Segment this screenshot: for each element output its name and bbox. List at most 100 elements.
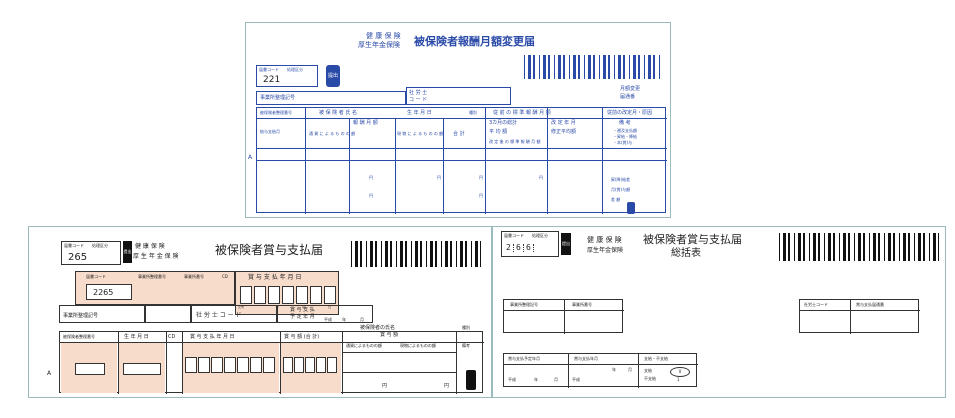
form-left-col-paydate: 賞 与 支 払 年 月 日 [190, 334, 235, 340]
form-top-col-1: 被保険者整理番号 [260, 110, 292, 115]
form-top-office-label: 事業所整理記号 [260, 95, 296, 101]
form-left-day-label: 日 [328, 305, 332, 309]
form-left-amount-cell[interactable] [281, 343, 341, 393]
form-top-sub-adjusted: 修正平均額 [551, 129, 577, 135]
form-left-paydate-cell[interactable] [183, 343, 279, 393]
form-right-circle-1[interactable]: 1 [677, 377, 680, 382]
form-left-gatsu: 月 [360, 317, 364, 322]
form-top-code-value: 221 [263, 75, 281, 85]
digit-cell[interactable] [254, 286, 266, 304]
form-left-sub-code-label: 届書コード [86, 274, 106, 279]
form-top-col-2: 被 保 険 者 氏 名 [319, 110, 357, 116]
digit-cell[interactable] [316, 357, 326, 373]
form-top-note-2: ・昇給・降給 [613, 134, 637, 139]
form-right-dates-box[interactable]: 賞与支払予定年月 賞与支払年月 支給・不支給 平成 年 月 平成 年 月 支給 … [503, 353, 698, 388]
form-top-sub-total: 合 計 [453, 131, 465, 137]
form-top-note-1: ・遡及支払額 [613, 128, 637, 133]
digit-cell[interactable] [240, 286, 252, 304]
form-top-sharoushi-1: 社 労 士 [409, 90, 428, 96]
digit-cell[interactable] [282, 286, 294, 304]
form-left-col-insured: 被保険者整理番号 [63, 334, 95, 339]
digit-cell[interactable] [324, 286, 336, 304]
form-monthly-change: 健 康 保 険 厚生年金保険 被保険者報酬月額変更届 届書コード 処理区分 22… [245, 22, 671, 218]
form-left-col-cd: CD [168, 334, 176, 340]
digit-cell[interactable] [185, 357, 197, 373]
form-top-yen-6: 円 [479, 193, 483, 198]
form-right-seal: 提出 [561, 233, 571, 255]
form-left-col-bonus: 賞 与 額 [380, 332, 399, 338]
form-right-paid-yes: 支給 [644, 368, 652, 373]
form-left-row-marker: A [47, 370, 52, 377]
form-top-col-6: 従前の改定月・原因 [607, 110, 653, 116]
form-left-birth-cell[interactable] [119, 343, 165, 393]
form-left-insured-cell[interactable] [61, 343, 117, 393]
form-top-col-5: 従 前 の 標 準 報 酬 月 額 [493, 110, 551, 116]
form-top-sharoushi-box[interactable]: 社 労 士 コ ー ド [406, 87, 511, 105]
digit-cell[interactable] [296, 286, 308, 304]
digit-cell[interactable] [250, 357, 262, 373]
form-left-month-label: 月 [302, 305, 306, 309]
form-left-heisei: 平成 [324, 317, 332, 322]
digit-cell[interactable] [294, 357, 304, 373]
digit-cell[interactable] [198, 357, 210, 373]
form-right-header-2: 厚生年金保険 [587, 247, 624, 254]
form-left-birth-input[interactable] [123, 363, 161, 375]
digit-cell[interactable] [263, 357, 275, 373]
form-left-sub-code-cell[interactable]: 2265 [86, 284, 132, 300]
form-left-office-box-2[interactable] [145, 305, 191, 323]
form-top-right-1: 月額変更 [620, 86, 641, 92]
form-left-sub-cd: CD [222, 274, 228, 279]
form-right-sharoushi-box[interactable]: 社労士コード 賞与支払届通番 [799, 299, 920, 334]
form-left-col-name: 被保険者の氏名 [360, 325, 396, 331]
form-left-col-amount: 賞 与 額 (合 計) [284, 334, 320, 340]
digit-cell[interactable] [224, 357, 236, 373]
form-top-yen-5: 円 [369, 193, 373, 198]
form-left-table: 被保険者整理番号 生 年 月 日 CD 賞 与 支 払 年 月 日 賞 与 額 … [59, 326, 484, 394]
form-top-sub-revision: 改 定 年 月 [551, 120, 576, 126]
form-left-office-label: 事業所整理記号 [63, 313, 99, 319]
digit-cell[interactable] [268, 286, 280, 304]
digit-cell[interactable] [305, 357, 315, 373]
digit-cell[interactable] [283, 357, 293, 373]
form-top-sub-months: 3カ月の総計 [489, 120, 518, 126]
code-digit: 6 [516, 244, 524, 252]
form-left-col-cash: 通貨によるものの額 [346, 343, 382, 348]
form-top-col-4: 種別 [469, 110, 477, 115]
digit-cell[interactable] [237, 357, 249, 373]
form-left-planned-box[interactable]: 賞 与 支 払 予 定 年 月 平成 年 月 [277, 305, 373, 323]
digit-cell[interactable] [310, 286, 322, 304]
form-left-planned-1: 賞 与 支 払 [290, 307, 315, 313]
form-left-sub-code-value: 2265 [93, 288, 114, 297]
form-top-sub-after: 改 定 後 の 標 準 報 酬 月 額 [489, 139, 541, 144]
form-left-sharoushi-box[interactable]: 社 労 士 コ ー ド [191, 305, 277, 323]
form-right-title: 被保険者賞与支払届 [643, 233, 742, 246]
form-left-office-box[interactable]: 事業所整理記号 [59, 305, 145, 323]
form-bonus-payment: 届書コード 処理区分 265 提出 健 康 保 険 厚 生 年 金 保 険 被保… [28, 226, 492, 398]
form-right-nen-1: 年 [534, 377, 538, 382]
form-top-yen-1: 円 [369, 175, 373, 180]
form-left-era-label: 元号 [238, 305, 245, 309]
digit-cell[interactable] [327, 357, 337, 373]
form-right-sharoushi-label: 社労士コード [804, 302, 828, 307]
form-right-office-box[interactable]: 事業所整理記号 事業所番号 [503, 299, 624, 334]
form-top-bottom-seal [627, 202, 635, 214]
form-top-seal: 提出 [326, 65, 340, 87]
form-right-paid-label: 賞与支払年月 [574, 356, 598, 361]
form-right-circle-0[interactable]: 0 [670, 367, 690, 377]
form-right-barcode [779, 233, 939, 261]
form-left-code-value: 265 [68, 252, 88, 263]
form-left-col-note: 備考 [462, 343, 470, 348]
form-top-grid: 被保険者整理番号 被 保 険 者 氏 名 生 年 月 日 種別 従 前 の 標 … [256, 107, 667, 214]
form-left-yen-1: 円 [382, 383, 388, 389]
code-digit: 6 [526, 244, 534, 252]
form-left-nen: 年 [342, 317, 346, 322]
form-top-office-box[interactable]: 事業所整理記号 [256, 91, 406, 105]
form-right-office-label: 事業所整理記号 [510, 302, 538, 307]
form-top-sub-cash: 通 貨 に よ る も の の 額 [309, 131, 356, 136]
form-left-insured-input[interactable] [75, 363, 105, 375]
form-top-code-label: 届書コード [259, 67, 279, 72]
form-right-code-label: 届書コード [504, 233, 524, 238]
digit-cell[interactable] [211, 357, 223, 373]
form-left-planned-2: 予 定 年 月 [290, 314, 315, 320]
